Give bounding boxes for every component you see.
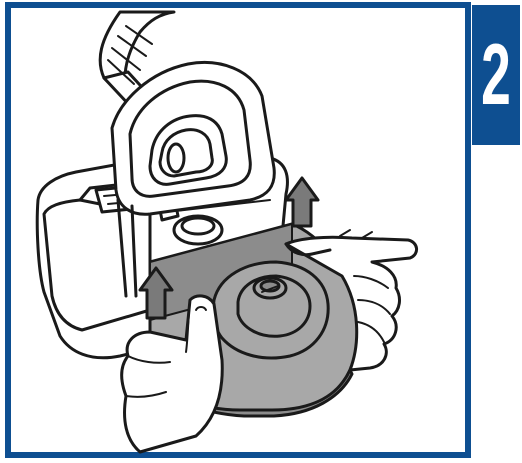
step-number: 2 [481, 32, 511, 118]
step-badge: 2 [472, 5, 520, 145]
